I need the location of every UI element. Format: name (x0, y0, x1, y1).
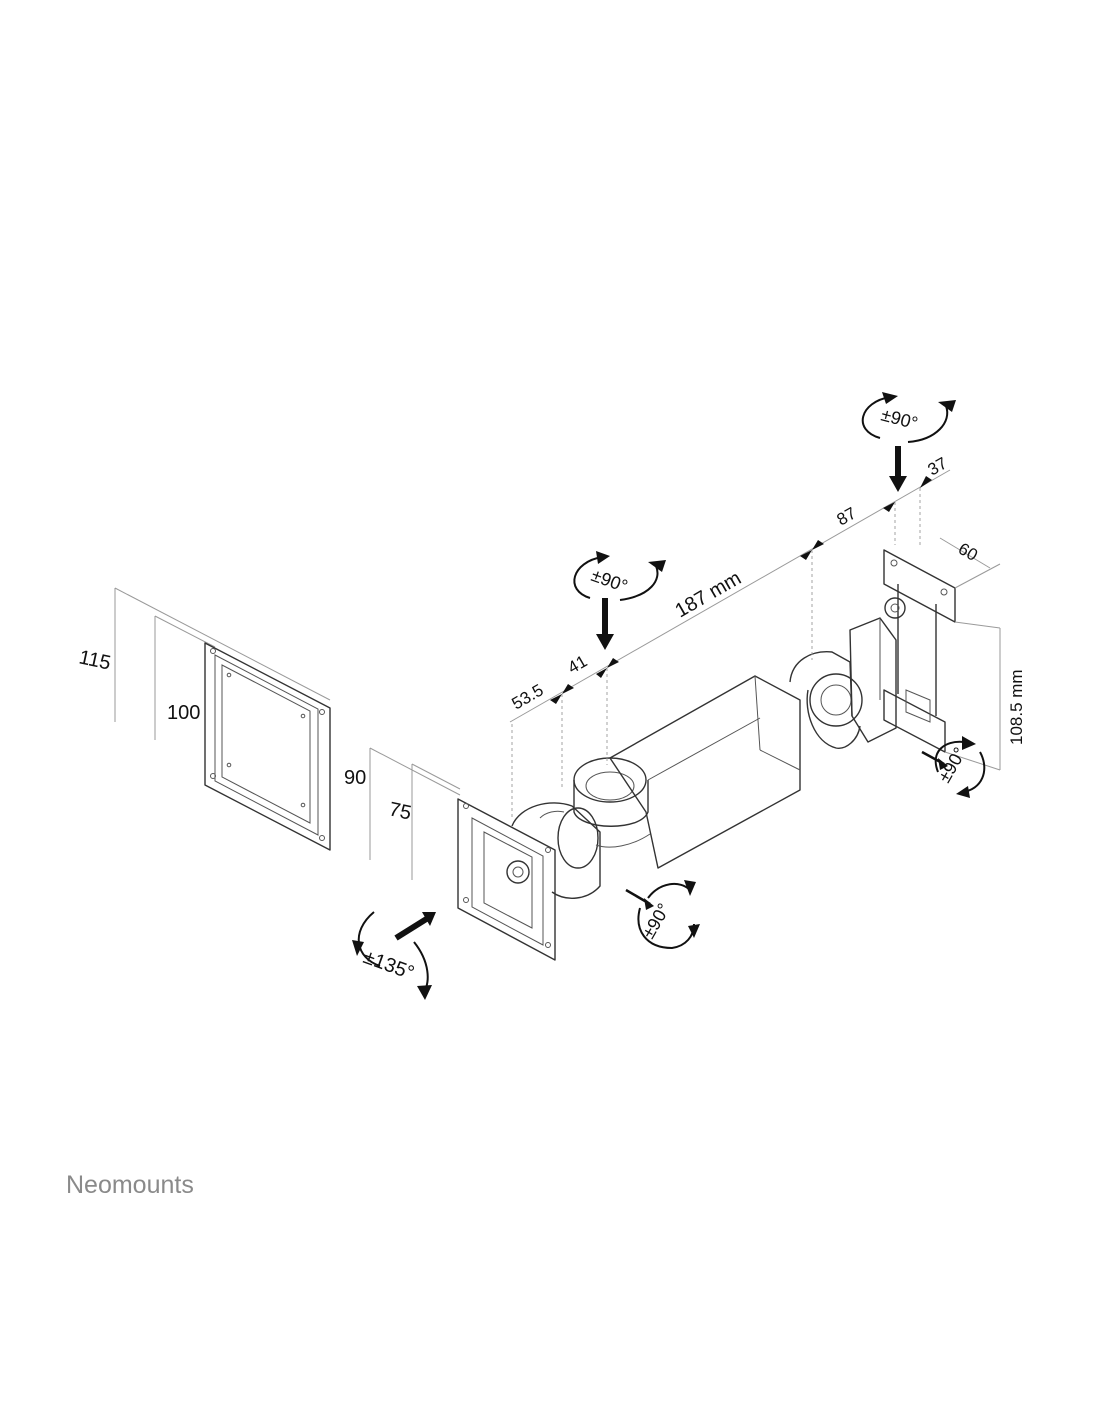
rotation-head-swivel-label: ±90° (638, 900, 674, 942)
wall-bracket (883, 537, 1001, 771)
tilt-rotation-indicator (352, 911, 436, 1000)
dim-wall-plate-depth: 60 (955, 539, 981, 565)
brand-logo-text: Neomounts (66, 1171, 194, 1199)
rotation-wall-top-label: ±90° (879, 405, 920, 434)
dim-seg-53-5: 53.5 (509, 680, 547, 713)
wall-swivel-top-rotation-indicator (861, 392, 956, 492)
elbow-swivel-rotation-indicator (573, 551, 666, 650)
mount-arm (573, 617, 897, 869)
dim-seg-87: 87 (834, 504, 860, 530)
dim-seg-37: 37 (925, 454, 951, 480)
dim-plate-small-inner: 75 (387, 798, 413, 824)
dim-seg-41: 41 (565, 652, 591, 678)
dim-wall-plate-height: 108.5 mm (1007, 669, 1026, 745)
vesa-plate-small (369, 747, 601, 961)
vesa-plate-large (114, 587, 331, 851)
rotation-elbow-swivel-label: ±90° (589, 565, 631, 596)
dimension-chain (509, 469, 951, 820)
dim-arm-length: 187 mm (672, 567, 746, 622)
dim-plate-large-inner: 100 (167, 702, 200, 724)
head-swivel-rotation-indicator (625, 880, 700, 950)
wall-swivel-side-rotation-indicator (921, 736, 986, 798)
dim-plate-large-outer: 115 (77, 646, 113, 674)
rotation-tilt-label: ±135° (360, 946, 417, 985)
dim-plate-small-outer: 90 (344, 767, 366, 789)
